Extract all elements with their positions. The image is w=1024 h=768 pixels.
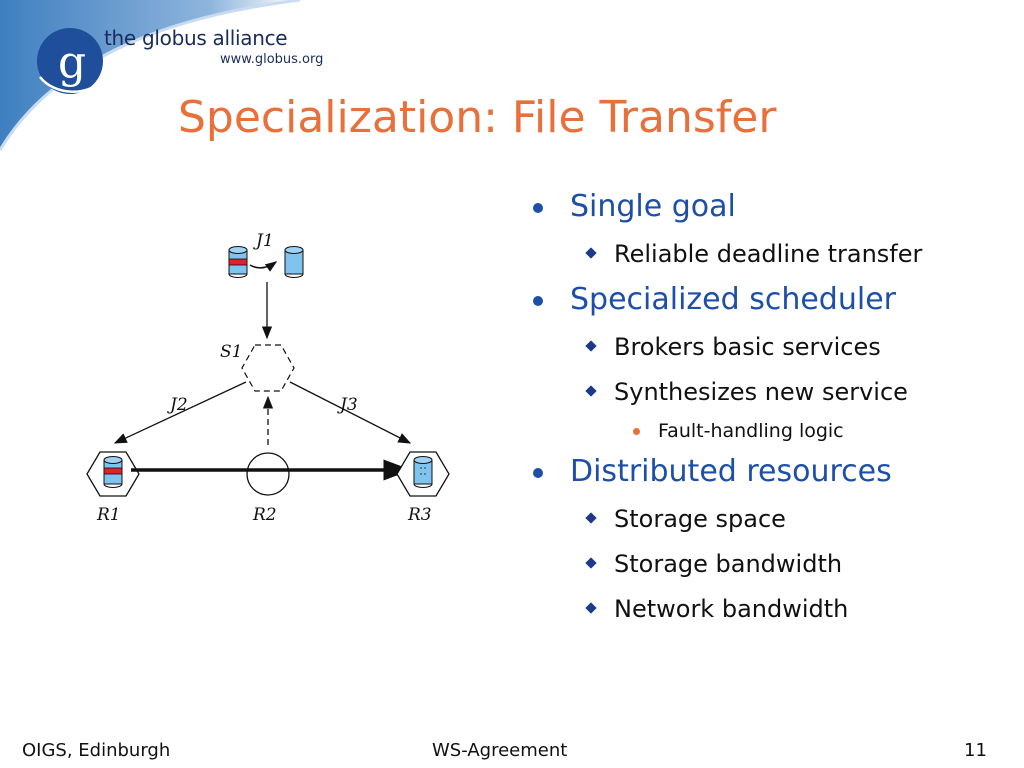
footer-topic: WS-Agreement <box>432 740 568 761</box>
r3-disk-icon <box>413 456 433 488</box>
bullet-item: Storage bandwidth <box>530 543 1010 588</box>
label-s1: S1 <box>220 342 242 362</box>
brand-url: www.globus.org <box>220 52 324 67</box>
bullet-item: Network bandwidth <box>530 588 1010 633</box>
brand-name: the globus alliance <box>104 26 288 50</box>
bullet-item: Fault-handling logic <box>530 416 1010 450</box>
resource-r2-node <box>246 452 290 496</box>
bullet-item: Distributed resources <box>530 450 1010 498</box>
edge-j2 <box>113 381 247 444</box>
bullet-item: Storage space <box>530 498 1010 543</box>
file-transfer-diagram: J1 S1 J2 J3 R1 R2 R3 <box>86 231 450 525</box>
logo-letter: g <box>58 37 86 88</box>
label-j3: J3 <box>337 395 358 415</box>
slide-number: 11 <box>964 740 987 761</box>
bullet-list: Single goal Reliable deadline transfer S… <box>530 185 1010 633</box>
bullet-item: Single goal <box>530 185 1010 233</box>
bullet-item: Reliable deadline transfer <box>530 233 1010 278</box>
source-disk-icon <box>228 246 248 278</box>
edge-j3 <box>289 381 412 444</box>
scheduler-s1-node <box>241 344 295 392</box>
j1-transfer-arrow <box>249 261 278 272</box>
destination-disk-icon <box>284 246 304 278</box>
bullet-item: Brokers basic services <box>530 326 1010 371</box>
footer-location: OIGS, Edinburgh <box>22 740 171 761</box>
label-j1: J1 <box>253 231 274 251</box>
bullet-item: Synthesizes new service <box>530 371 1010 416</box>
label-r1: R1 <box>96 505 121 525</box>
label-j2: J2 <box>167 395 188 415</box>
globus-logo: g <box>37 28 109 94</box>
r1-disk-icon <box>103 456 123 488</box>
slide-title: Specialization: File Transfer <box>178 92 777 143</box>
label-r2: R2 <box>252 505 277 525</box>
bullet-item: Specialized scheduler <box>530 278 1010 326</box>
label-r3: R3 <box>407 505 432 525</box>
